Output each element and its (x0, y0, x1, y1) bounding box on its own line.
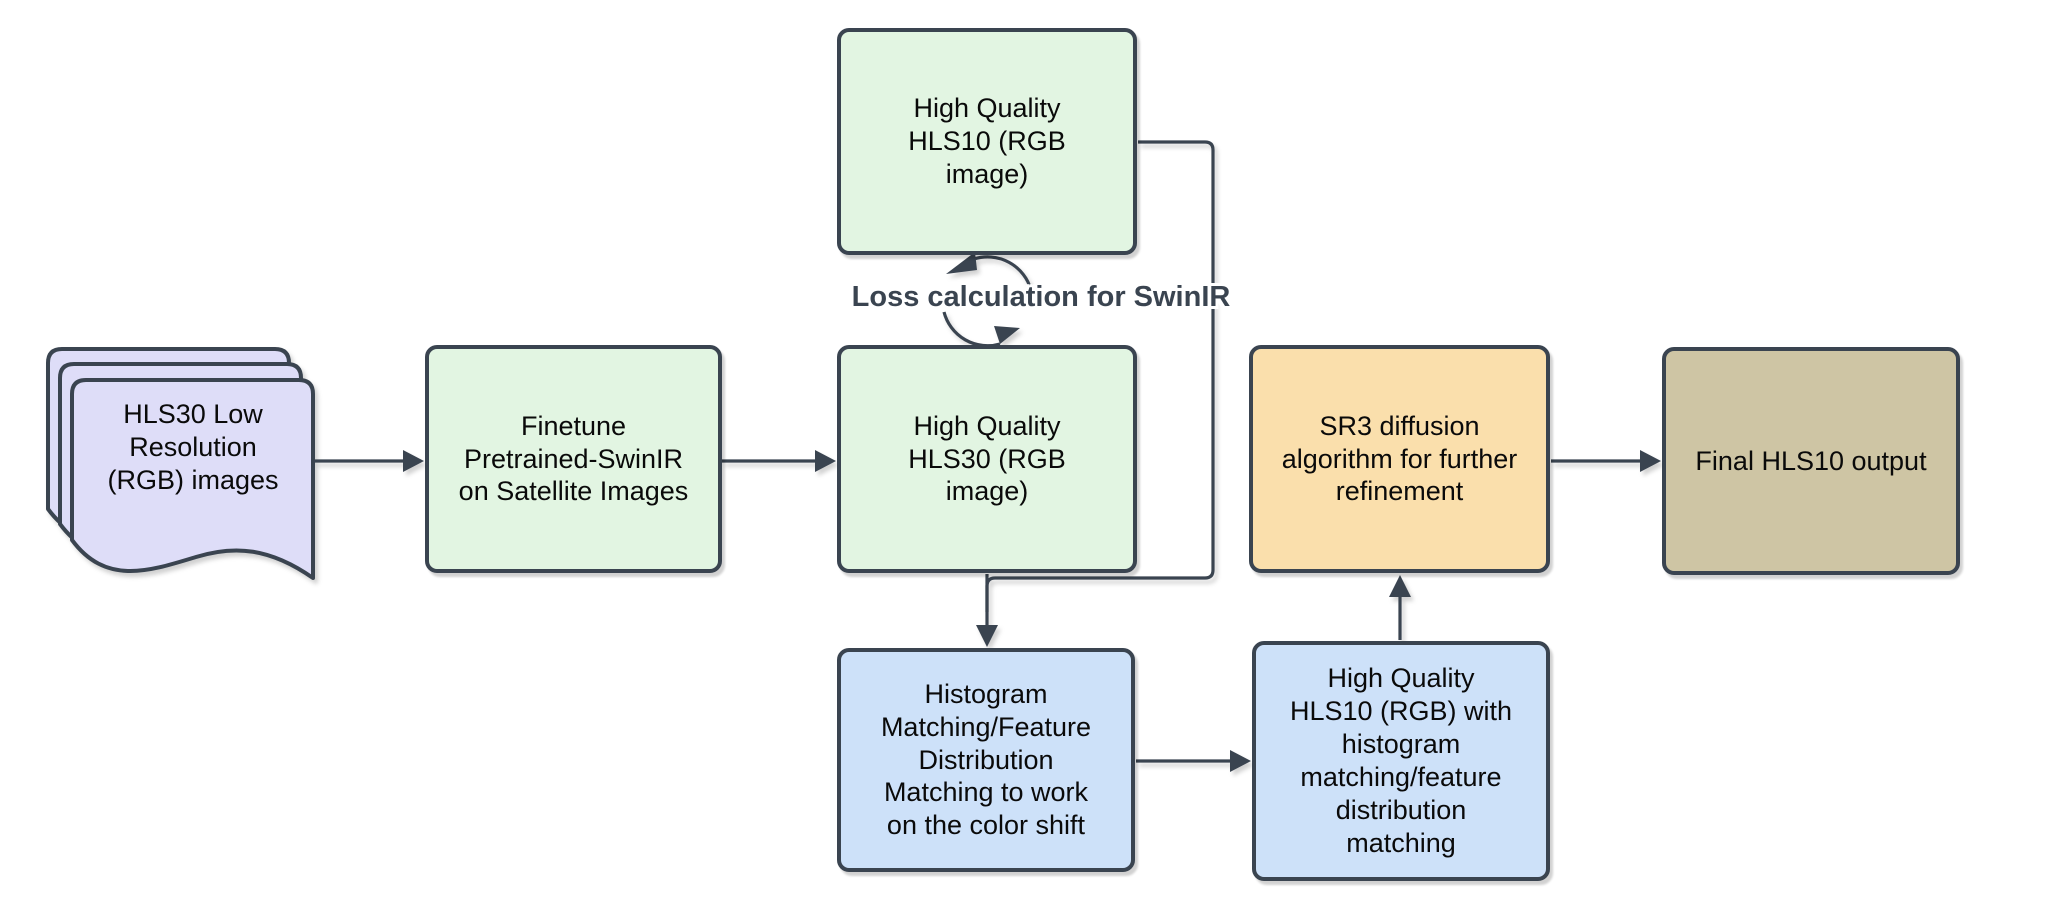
arrow-input-to-finetune (313, 450, 424, 472)
node-label: Final HLS10 output (1695, 445, 1927, 476)
arrow-histogram-to-hls10hist (1136, 750, 1251, 772)
arrow-hls10hist-to-sr3 (1389, 575, 1411, 640)
loss-calculation-annotation: Loss calculation for SwinIR (851, 281, 1231, 313)
node-final-hls10-output: Final HLS10 output (1662, 347, 1960, 575)
arrow-sr3-to-final (1551, 450, 1661, 472)
multi-document-shape (46, 347, 315, 580)
arrow-hls30-to-histogram (976, 574, 998, 647)
arrow-finetune-to-hls30 (722, 450, 836, 472)
connector-hls10-feedback-loop (985, 140, 1215, 612)
